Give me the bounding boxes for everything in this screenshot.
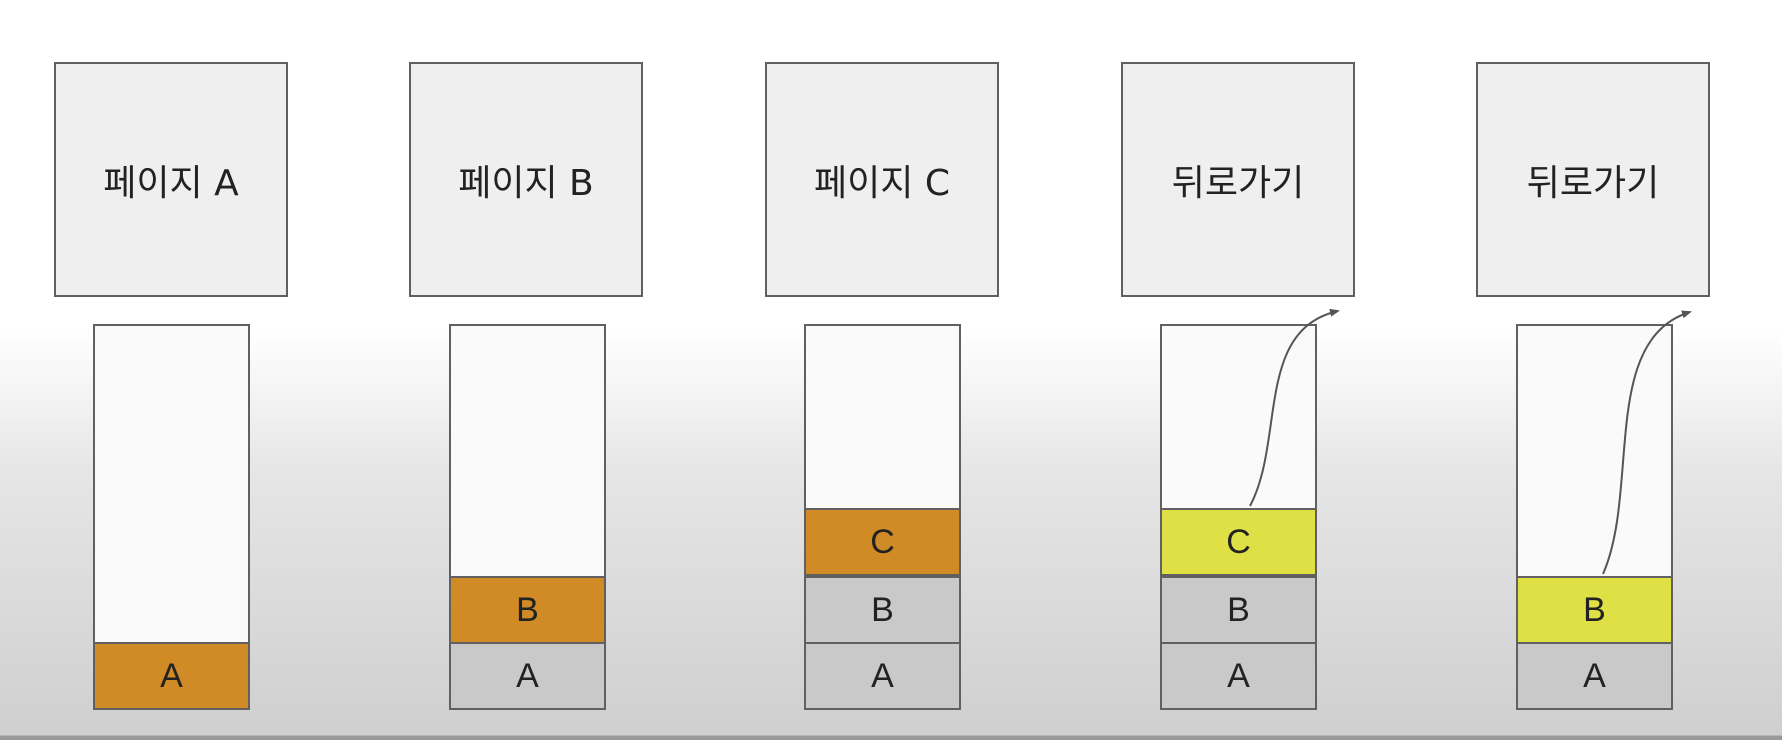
stack-item-b: B bbox=[1516, 576, 1673, 644]
stack-item-b: B bbox=[1160, 576, 1317, 644]
history-stack-2: A B bbox=[449, 324, 606, 710]
page-box-1: 페이지 A bbox=[54, 62, 288, 297]
stack-item-c: C bbox=[804, 508, 961, 576]
stack-item-a: A bbox=[93, 642, 250, 710]
page-label: 뒤로가기 bbox=[1526, 162, 1660, 204]
page-label: 페이지 B bbox=[458, 162, 594, 204]
stack-item-a: A bbox=[1516, 642, 1673, 710]
page-label: 뒤로가기 bbox=[1171, 162, 1305, 204]
history-stack-3: A B C bbox=[804, 324, 961, 710]
stack-item-b: B bbox=[804, 576, 961, 644]
stack-item-a: A bbox=[1160, 642, 1317, 710]
page-box-4: 뒤로가기 bbox=[1121, 62, 1355, 297]
page-label: 페이지 A bbox=[103, 162, 239, 204]
history-stack-1: A bbox=[93, 324, 250, 710]
page-label: 페이지 C bbox=[814, 162, 950, 204]
history-stack-5: A B bbox=[1516, 324, 1673, 710]
page-box-5: 뒤로가기 bbox=[1476, 62, 1710, 297]
page-box-2: 페이지 B bbox=[409, 62, 643, 297]
stack-item-a: A bbox=[804, 642, 961, 710]
page-box-3: 페이지 C bbox=[765, 62, 999, 297]
history-stack-4: A B C bbox=[1160, 324, 1317, 710]
stack-item-c: C bbox=[1160, 508, 1317, 576]
stack-item-a: A bbox=[449, 642, 606, 710]
stack-item-b: B bbox=[449, 576, 606, 644]
